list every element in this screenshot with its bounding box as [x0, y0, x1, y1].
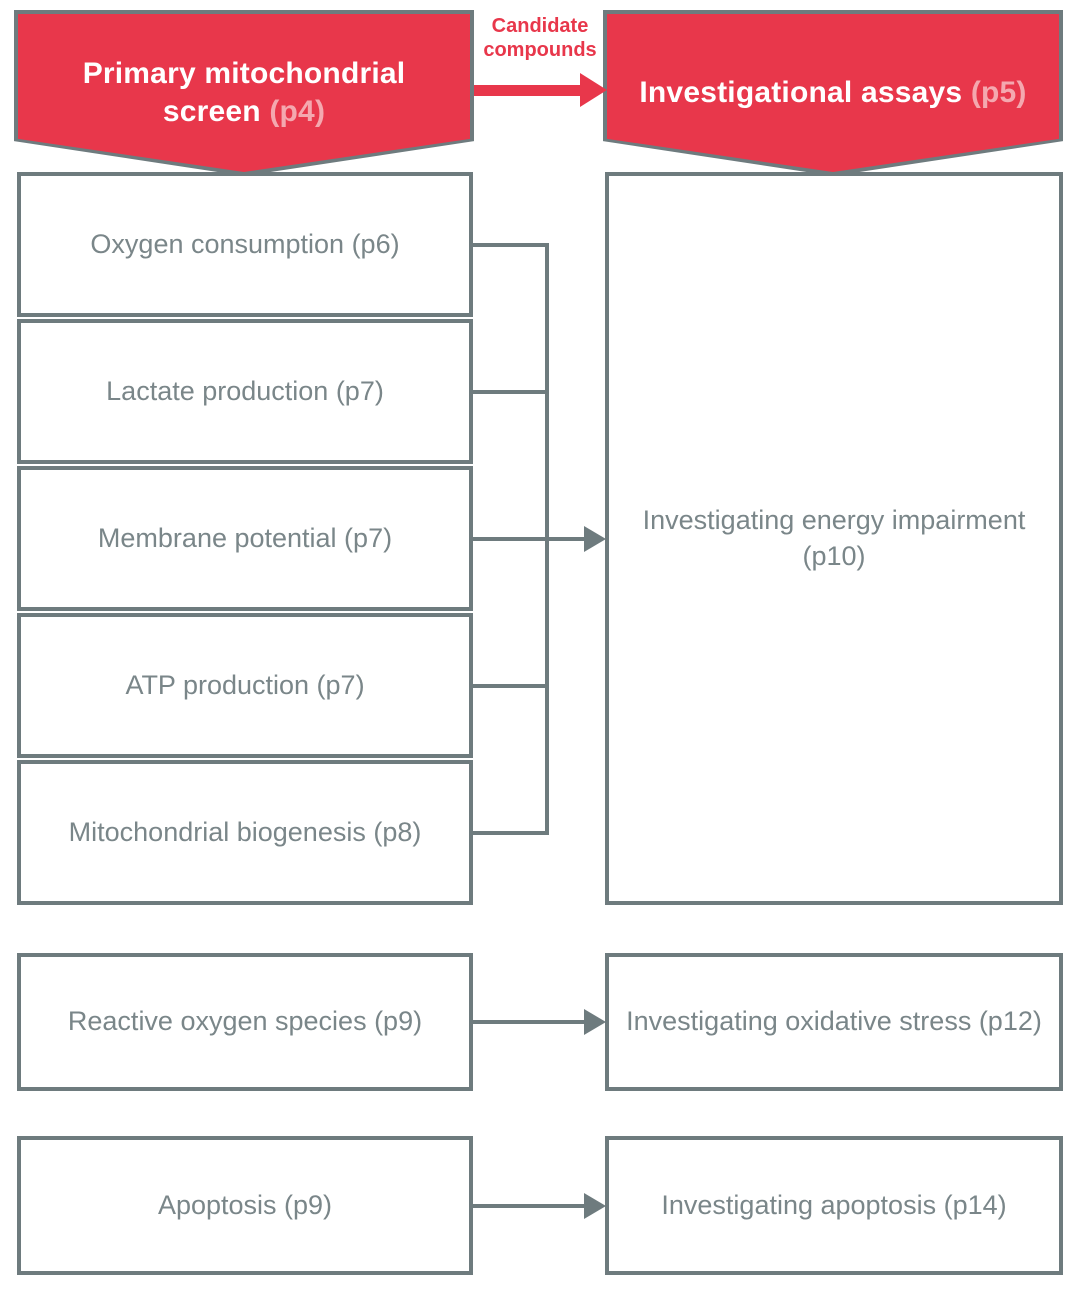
- left-header-title: Primary mitochondrial screen: [82, 56, 406, 128]
- outcome-box-investigating-apoptosis[interactable]: Investigating apoptosis (p14): [605, 1136, 1063, 1275]
- assay-label: Oxygen consumption (p6): [90, 228, 400, 259]
- right-header-title: Investigational assays: [639, 75, 963, 109]
- assay-label: Membrane potential (p7): [97, 522, 393, 553]
- bracket-stub-1: [473, 243, 549, 247]
- assay-label: Lactate production (p7): [106, 375, 384, 406]
- arrow-right-icon-energy: [584, 526, 606, 552]
- assay-label: Reactive oxygen species (p9): [67, 1006, 423, 1037]
- left-header-banner[interactable]: Primary mitochondrial screen (p4): [18, 14, 470, 172]
- assay-box-membrane-potential[interactable]: Membrane potential (p7): [17, 466, 473, 611]
- bracket-stub-3: [473, 537, 549, 541]
- connector-ros-to-oxidative-stress: [473, 1020, 586, 1024]
- left-header-label: Primary mitochondrial screen (p4): [18, 55, 470, 132]
- outcome-box-oxidative-stress[interactable]: Investigating oxidative stress (p12): [605, 953, 1063, 1091]
- right-header-banner[interactable]: Investigational assays (p5): [607, 14, 1059, 172]
- connector-apoptosis-to-investigating-apoptosis: [473, 1204, 586, 1208]
- outcome-box-energy-impairment[interactable]: Investigating energy impairment (p10): [605, 172, 1063, 905]
- arrow-right-red-icon: [580, 73, 607, 107]
- assay-box-lactate-production[interactable]: Lactate production (p7): [17, 319, 473, 464]
- assay-box-mitochondrial-biogenesis[interactable]: Mitochondrial biogenesis (p8): [17, 760, 473, 905]
- assay-label: Mitochondrial biogenesis (p8): [68, 816, 422, 847]
- bracket-stub-5: [473, 831, 549, 835]
- assay-box-oxygen-consumption[interactable]: Oxygen consumption (p6): [17, 172, 473, 317]
- outcome-label: Investigating apoptosis (p14): [661, 1189, 1007, 1220]
- outcome-label: Investigating oxidative stress (p12): [626, 1006, 1042, 1037]
- assay-label: ATP production (p7): [125, 669, 365, 700]
- candidate-compounds-label: Candidate compounds: [483, 15, 597, 62]
- assay-label: Apoptosis (p9): [157, 1189, 333, 1220]
- assay-box-atp-production[interactable]: ATP production (p7): [17, 613, 473, 758]
- right-header-label: Investigational assays (p5): [625, 74, 1040, 112]
- outcome-label: Investigating energy impairment (p10): [642, 505, 1026, 571]
- assay-box-reactive-oxygen-species[interactable]: Reactive oxygen species (p9): [17, 953, 473, 1091]
- candidate-compounds-arrow-shaft: [474, 85, 582, 96]
- bracket-trunk: [545, 537, 588, 541]
- arrow-right-icon-oxidative: [584, 1009, 606, 1035]
- assay-box-apoptosis[interactable]: Apoptosis (p9): [17, 1136, 473, 1275]
- arrow-right-icon-apoptosis: [584, 1193, 606, 1219]
- left-header-page: (p4): [269, 95, 326, 128]
- bracket-stub-4: [473, 684, 549, 688]
- bracket-stub-2: [473, 390, 549, 394]
- right-header-page: (p5): [970, 75, 1027, 109]
